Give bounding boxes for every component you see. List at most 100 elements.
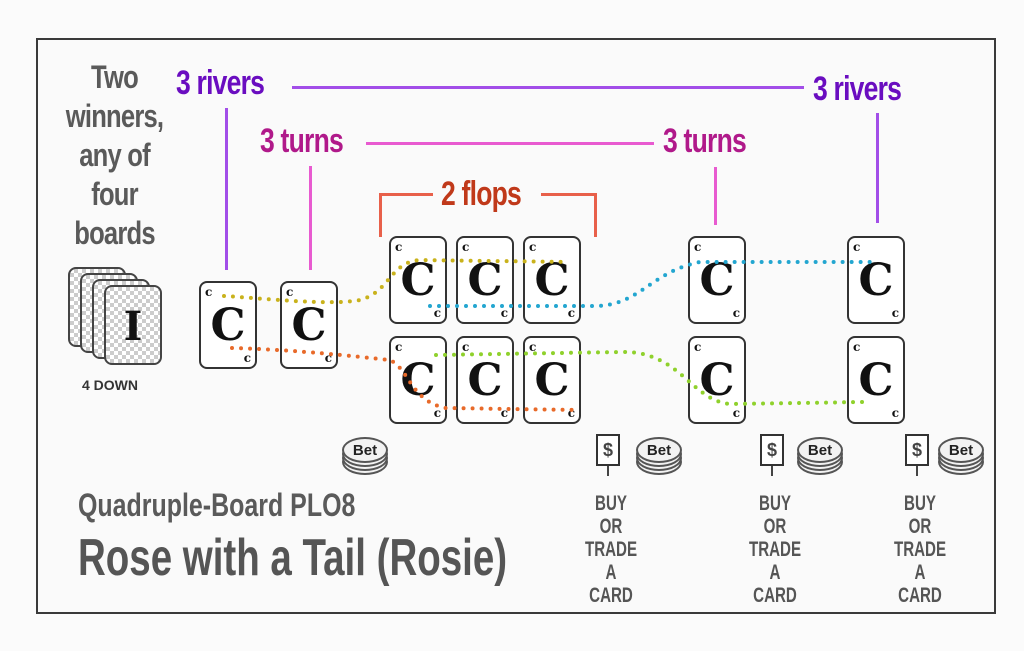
intro-line: any of xyxy=(79,137,150,173)
bet-chip-icon: Bet xyxy=(938,437,986,477)
intro-line: Two xyxy=(91,59,139,95)
card-corner-top: c xyxy=(462,240,470,254)
card-corner-top: c xyxy=(694,340,702,354)
bet-chip-icon: Bet xyxy=(797,437,845,477)
card-corner-top: c xyxy=(395,240,403,254)
bet-chip-icon: Bet xyxy=(342,437,390,477)
card-corner-bottom: c xyxy=(567,306,575,320)
card-corner-bottom: c xyxy=(732,306,740,320)
dollar-card-stem xyxy=(607,466,609,476)
bet-chip-label: Bet xyxy=(938,437,984,463)
buy-line: BUY OR xyxy=(595,492,627,538)
turns-left-drop xyxy=(309,166,312,270)
buy-line: A CARD xyxy=(898,561,942,607)
bet-chip-icon: Bet xyxy=(636,437,684,477)
card-corner-top: c xyxy=(529,340,537,354)
dollar-card-stem xyxy=(916,466,918,476)
rivers-left-drop xyxy=(225,108,228,270)
card-corner-bottom: c xyxy=(567,406,575,420)
intro-line: four xyxy=(91,176,138,212)
board-path-blue xyxy=(428,260,874,308)
card-corner-top: c xyxy=(853,240,861,254)
buy-line: BUY OR xyxy=(759,492,791,538)
card-rank: C xyxy=(291,300,327,351)
flops-bracket-left xyxy=(379,193,433,196)
four-down-label: 4 DOWN xyxy=(82,377,138,393)
card-rank: C xyxy=(534,355,570,406)
card-rank: C xyxy=(210,300,246,351)
dollar-card-icon: $ xyxy=(596,434,620,466)
flops-bracket-left-drop xyxy=(379,193,382,237)
flops-bracket-right xyxy=(541,193,597,196)
dollar-card-icon: $ xyxy=(905,434,929,466)
dollar-card-stem xyxy=(771,466,773,476)
buy-line: A CARD xyxy=(589,561,633,607)
game-subtitle: Quadruple-Board PLO8 xyxy=(78,487,356,523)
flops-bracket-right-drop xyxy=(594,193,597,237)
card-corner-bottom: c xyxy=(891,306,899,320)
card-corner-top: c xyxy=(205,285,213,299)
turns-connector xyxy=(366,142,654,145)
board-path-yellow xyxy=(222,257,568,305)
buy-line: TRADE xyxy=(893,538,947,561)
down-card: I xyxy=(104,285,162,365)
bet-chip-label: Bet xyxy=(636,437,682,463)
card-corner-top: c xyxy=(462,340,470,354)
intro-text: Two winners, any of four boards xyxy=(52,58,177,253)
card-rank: C xyxy=(534,255,570,306)
intro-line: winners, xyxy=(65,98,164,134)
rivers-label-left: 3 rivers xyxy=(176,64,265,102)
flops-label: 2 flops xyxy=(441,175,522,213)
intro-line: boards xyxy=(74,215,155,251)
buy-line: BUY OR xyxy=(904,492,936,538)
board-path-green xyxy=(434,349,867,407)
diagram-frame xyxy=(36,38,996,614)
turns-label-right: 3 turns xyxy=(663,122,747,160)
card-corner-bottom: c xyxy=(891,406,899,420)
card-rank: C xyxy=(467,255,503,306)
card-corner-top: c xyxy=(853,340,861,354)
card-corner-top: c xyxy=(286,285,294,299)
card-corner-bottom: c xyxy=(500,306,508,320)
card-corner-bottom: c xyxy=(324,351,332,365)
card-rank: C xyxy=(400,355,436,406)
bet-chip-label: Bet xyxy=(797,437,843,463)
card-rank: C xyxy=(858,355,894,406)
card-rank: C xyxy=(467,355,503,406)
card-corner-top: c xyxy=(529,240,537,254)
rivers-right-drop xyxy=(876,113,879,223)
rivers-connector xyxy=(292,86,804,89)
card-rank: C xyxy=(699,355,735,406)
game-title: Rose with a Tail (Rosie) xyxy=(78,529,508,587)
dollar-card-icon: $ xyxy=(760,434,784,466)
card-corner-top: c xyxy=(395,340,403,354)
card-corner-bottom: c xyxy=(732,406,740,420)
card-corner-top: c xyxy=(694,240,702,254)
card-corner-bottom: c xyxy=(500,406,508,420)
buy-line: A CARD xyxy=(753,561,797,607)
rivers-label-right: 3 rivers xyxy=(813,70,902,108)
buy-line: TRADE xyxy=(584,538,638,561)
card-rank: C xyxy=(858,255,894,306)
turns-label-left: 3 turns xyxy=(260,122,344,160)
card-corner-bottom: c xyxy=(433,306,441,320)
card-corner-bottom: c xyxy=(433,406,441,420)
bet-chip-label: Bet xyxy=(342,437,388,463)
buy-line: TRADE xyxy=(748,538,802,561)
down-card-glyph: I xyxy=(123,303,143,350)
